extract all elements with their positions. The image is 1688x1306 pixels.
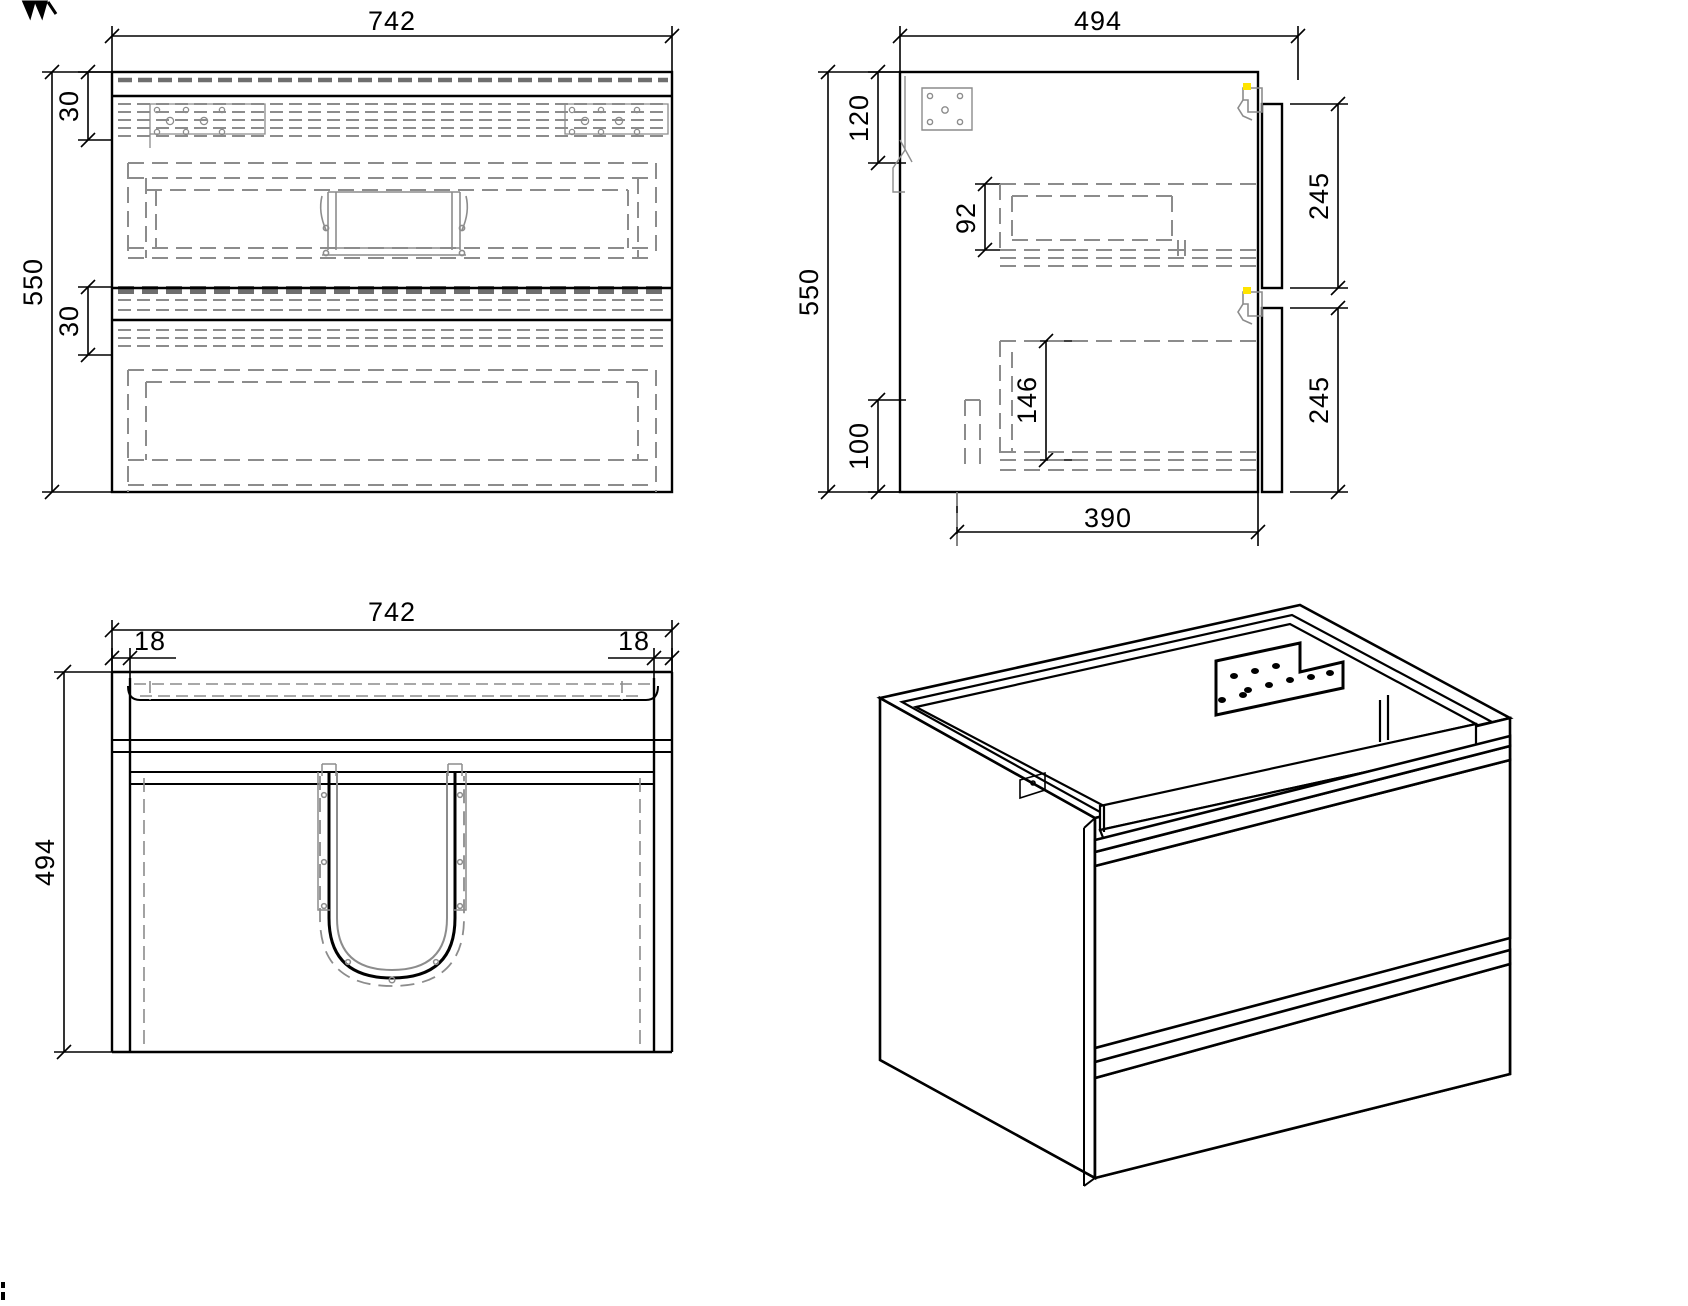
dim-label-742-plan: 742 <box>368 597 416 627</box>
dim-245-lower <box>1290 300 1348 500</box>
dim-30-upper <box>78 64 112 148</box>
front-left-bracket <box>149 103 266 148</box>
dim-width-742 <box>104 26 680 80</box>
iso-left-bottom-edge <box>879 1058 1096 1180</box>
plan-carcass-outline <box>110 670 674 1054</box>
iso-bracket-holes <box>1218 663 1334 703</box>
dim-label-100: 100 <box>844 422 874 470</box>
plan-back-rail <box>112 685 672 753</box>
dim-label-18-right: 18 <box>618 626 650 656</box>
side-lower-slide-rail <box>1237 291 1263 325</box>
iso-wall-bracket <box>1214 641 1345 717</box>
lower-rail-highlight <box>1243 287 1251 294</box>
plan-drawer-outline <box>129 771 655 1052</box>
plan-back-rail-hidden <box>134 681 650 700</box>
front-center-rail <box>112 286 672 322</box>
side-upper-drawer-box <box>999 183 1258 267</box>
front-carcass-outline <box>110 70 674 494</box>
iso-left-small-bracket <box>1019 771 1046 800</box>
upper-drawer-box-hidden <box>127 162 657 259</box>
plan-sink-cutout-inner <box>336 772 448 972</box>
isometric-view <box>876 603 1514 1187</box>
plan-drawer-hidden <box>143 778 641 1048</box>
plan-view: 742 18 18 494 <box>30 597 680 1060</box>
dim-label-18-left: 18 <box>134 626 166 656</box>
front-right-bracket <box>564 103 669 136</box>
dim-label-245-upper: 245 <box>1304 172 1334 220</box>
dim-label-550-side: 550 <box>794 268 824 316</box>
dim-245-upper <box>1290 96 1348 296</box>
side-upper-slide-rail <box>1237 87 1263 121</box>
upper-rail-highlight <box>1243 83 1251 90</box>
plan-sink-cutout-dashed <box>319 776 465 987</box>
side-section-view: 494 550 120 92 <box>794 6 1348 546</box>
dim-label-120: 120 <box>844 94 874 142</box>
front-section-view: 742 550 30 30 <box>18 6 680 500</box>
lower-drawer-slide-hatch <box>118 299 668 347</box>
dim-height-550 <box>42 64 118 500</box>
iso-top-drawer-front <box>1093 734 1512 1050</box>
iso-drawer-gap <box>1094 937 1511 1063</box>
upper-drawer-pull <box>319 191 469 257</box>
lower-drawer-box-hidden <box>127 369 657 492</box>
dim-494-plan <box>54 664 118 1060</box>
side-wall-bracket <box>892 76 973 193</box>
dim-120 <box>868 64 906 171</box>
side-front-panels <box>1260 102 1284 494</box>
dim-label-550-front: 550 <box>18 258 48 306</box>
dim-label-146: 146 <box>1012 376 1042 424</box>
dim-label-245-lower: 245 <box>1304 376 1334 424</box>
dim-30-lower <box>78 279 112 363</box>
iso-right-edge-detail <box>1083 817 1096 1187</box>
dim-label-494-side: 494 <box>1074 6 1122 36</box>
crop-mark-top-left <box>21 0 58 21</box>
plan-sink-cutout <box>327 772 457 980</box>
iso-bottom-drawer-front <box>1093 948 1512 1180</box>
dim-label-30-upper: 30 <box>54 90 84 122</box>
dim-label-494-plan: 494 <box>30 838 60 886</box>
dim-label-30-lower: 30 <box>54 305 84 337</box>
side-carcass-outline <box>898 70 1260 494</box>
side-lower-drawer-box <box>964 340 1258 471</box>
dim-label-92: 92 <box>951 202 981 234</box>
plan-sink-brackets <box>317 763 467 984</box>
dim-label-742-front: 742 <box>368 6 416 36</box>
dim-label-390: 390 <box>1084 503 1132 533</box>
